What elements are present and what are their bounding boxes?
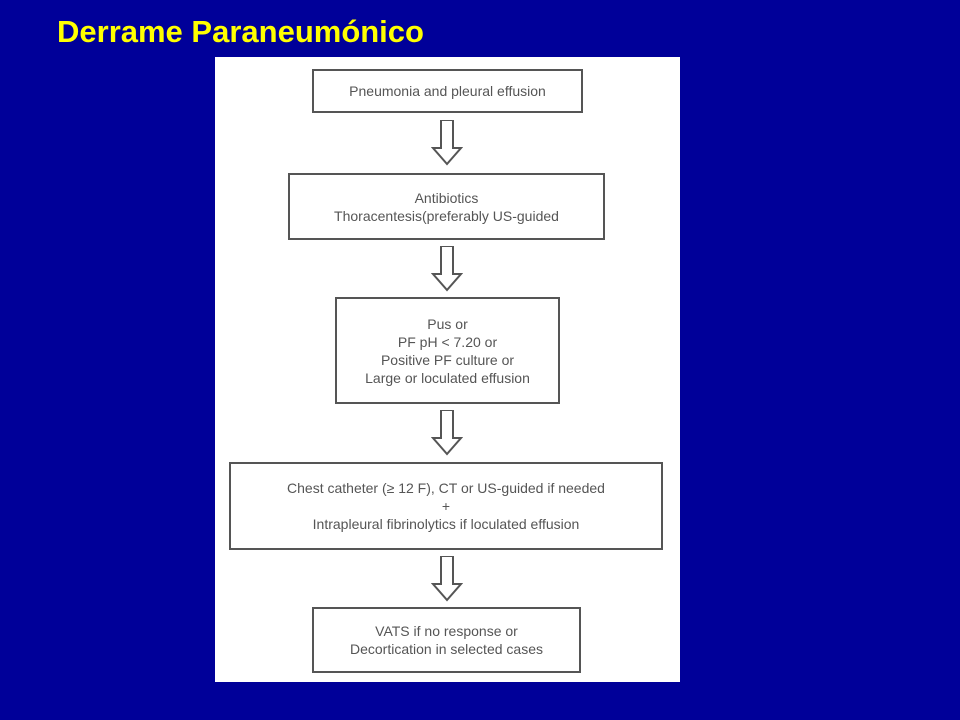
down-arrow-icon [431, 246, 463, 292]
flowchart-step-chest-catheter: Chest catheter (≥ 12 F), CT or US-guided… [229, 462, 663, 550]
down-arrow-icon [431, 410, 463, 456]
flowchart-step-antibiotics: Antibiotics Thoracentesis(preferably US-… [288, 173, 605, 240]
down-arrow-icon [431, 120, 463, 166]
step-text: VATS if no response or [375, 623, 518, 639]
flowchart-step-criteria: Pus or PF pH < 7.20 or Positive PF cultu… [335, 297, 560, 404]
step-text: Antibiotics [414, 189, 479, 206]
step-text: Positive PF culture or [380, 351, 515, 368]
step-text: Thoracentesis(preferably US-guided [334, 207, 559, 224]
flowchart-step-pneumonia: Pneumonia and pleural effusion [312, 69, 583, 113]
step-text: Intrapleural fibrinolytics if loculated … [312, 516, 580, 532]
step-text: Chest catheter (≥ 12 F), CT or US-guided… [287, 480, 605, 496]
step-text: Pus or [427, 315, 468, 332]
step-text: + [441, 498, 451, 514]
step-text: PF pH < 7.20 or [397, 333, 498, 350]
flowchart-figure: Pneumonia and pleural effusion Antibioti… [215, 57, 680, 682]
down-arrow-icon [431, 556, 463, 602]
flowchart-step-vats: VATS if no response or Decortication in … [312, 607, 581, 673]
step-text: Large or loculated effusion [365, 369, 530, 386]
step-text: Decortication in selected cases [350, 641, 543, 657]
step-text: Pneumonia and pleural effusion [349, 83, 546, 99]
slide-title: Derrame Paraneumónico [57, 14, 424, 49]
